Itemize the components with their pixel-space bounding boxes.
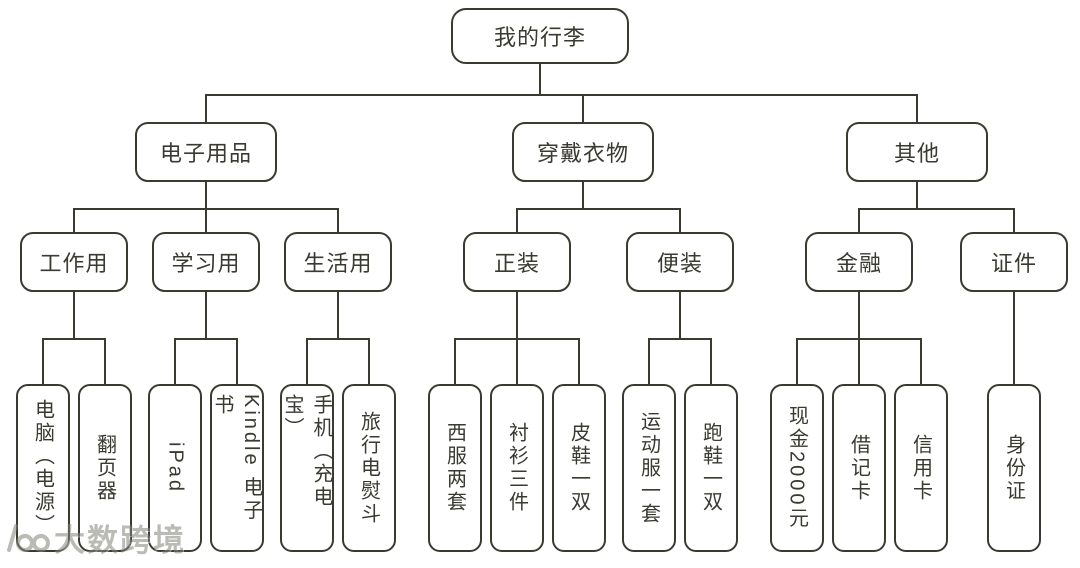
tree-branch: 正装西服两套 衬衫三件 皮鞋一双 [420, 208, 615, 552]
tree-node[interactable]: 手机（充电宝） [280, 384, 334, 552]
node-label: 我的行李 [493, 25, 586, 50]
tree-node[interactable]: 身份证 [987, 384, 1041, 552]
tree-branch: 运动服一套 [618, 338, 681, 552]
node-label: 身份证 [1002, 433, 1025, 503]
tree-node[interactable]: Kindle 电子书 [210, 384, 264, 552]
tree-branch: 身份证 [983, 338, 1045, 552]
node-label: 电脑（电源） [31, 399, 54, 537]
node-label: 手机（充电宝） [281, 394, 332, 509]
tree-node[interactable]: 借记卡 [832, 384, 886, 552]
tree-children: 电脑（电源） 翻页器 [12, 292, 136, 552]
tree-branch: 跑鞋一双 [680, 338, 742, 552]
node-label: 工作用 [39, 251, 109, 276]
tree-branch: 借记卡 [828, 338, 891, 552]
tree-node[interactable]: 皮鞋一双 [552, 384, 606, 552]
tree-node[interactable]: 其他 [846, 122, 988, 182]
node-label: iPad [164, 441, 187, 495]
tree-branch: 衬衫三件 [486, 338, 549, 552]
tree-branch: 穿戴衣物正装西服两套 衬衫三件 皮鞋一双 便装运动服一套 跑鞋一双 [412, 94, 755, 552]
tree-node[interactable]: 旅行电熨斗 [342, 384, 396, 552]
tree-branch: 旅行电熨斗 [338, 338, 400, 552]
tree-node[interactable]: 跑鞋一双 [684, 384, 738, 552]
tree-children: 现金2000元 借记卡 信用卡 [766, 292, 952, 552]
tree-node[interactable]: 运动服一套 [622, 384, 676, 552]
tree-node[interactable]: 现金2000元 [770, 384, 824, 552]
tree-children: 工作用电脑（电源） 翻页器 学习用 iPad Kindle 电子书 生活用手机（充电宝） 旅… [8, 182, 404, 552]
tree-node[interactable]: 证件 [960, 232, 1068, 292]
tree-branch: 便装运动服一套 跑鞋一双 [614, 208, 746, 552]
tree-node[interactable]: iPad [148, 384, 202, 552]
node-label: 证件 [990, 251, 1037, 276]
node-label: 正装 [493, 251, 540, 276]
tree-branch: 翻页器 [74, 338, 136, 552]
node-label: 信用卡 [909, 433, 932, 503]
tree-node[interactable]: 衬衫三件 [490, 384, 544, 552]
tree-node[interactable]: 西服两套 [428, 384, 482, 552]
tree-children: 身份证 [983, 292, 1045, 552]
tree-children: iPad Kindle 电子书 [144, 292, 268, 552]
tree-children: 手机（充电宝） 旅行电熨斗 [276, 292, 400, 552]
node-label: 金融 [835, 251, 882, 276]
tree-children: 金融现金2000元 借记卡 信用卡 证件身份证 [762, 182, 1072, 552]
node-label: 衬衫三件 [505, 422, 528, 514]
node-label: 其他 [893, 141, 940, 166]
tree-branch: 现金2000元 [766, 338, 829, 552]
node-label: 穿戴衣物 [536, 141, 629, 166]
tree-branch: 其他金融现金2000元 借记卡 信用卡 证件身份证 [754, 94, 1080, 552]
node-label: 借记卡 [847, 433, 870, 503]
node-label: Kindle 电子书 [211, 394, 262, 523]
tree-branch: 皮鞋一双 [548, 338, 610, 552]
node-label: 翻页器 [93, 433, 116, 503]
tree-branch: iPad [144, 338, 207, 552]
node-label: 跑鞋一双 [699, 422, 722, 514]
tree-node[interactable]: 金融 [805, 232, 913, 292]
tree-branch: 手机（充电宝） [276, 338, 339, 552]
tree-node[interactable]: 穿戴衣物 [512, 122, 654, 182]
tree-branch: 证件身份证 [956, 208, 1072, 552]
tree-branch: 电脑（电源） [12, 338, 75, 552]
tree-node[interactable]: 信用卡 [894, 384, 948, 552]
node-label: 运动服一套 [637, 410, 660, 526]
tree-node[interactable]: 便装 [626, 232, 734, 292]
node-label: 旅行电熨斗 [357, 410, 380, 526]
tree-children: 西服两套 衬衫三件 皮鞋一双 [424, 292, 610, 552]
tree-node[interactable]: 正装 [463, 232, 571, 292]
tree-branch: 西服两套 [424, 338, 487, 552]
tree-node[interactable]: 学习用 [152, 232, 260, 292]
node-label: 学习用 [171, 251, 241, 276]
tree-branch: 学习用 iPad Kindle 电子书 [140, 208, 273, 552]
tree-branch: 信用卡 [890, 338, 952, 552]
tree-node[interactable]: 我的行李 [451, 8, 629, 64]
tree-children: 正装西服两套 衬衫三件 皮鞋一双 便装运动服一套 跑鞋一双 [420, 182, 746, 552]
node-label: 便装 [656, 251, 703, 276]
tree-branch: 金融现金2000元 借记卡 信用卡 [762, 208, 957, 552]
node-label: 生活用 [303, 251, 373, 276]
tree-node[interactable]: 翻页器 [78, 384, 132, 552]
node-label: 皮鞋一双 [567, 422, 590, 514]
node-label: 西服两套 [443, 422, 466, 514]
tree-children: 运动服一套 跑鞋一双 [618, 292, 742, 552]
tree-branch: 工作用电脑（电源） 翻页器 [8, 208, 141, 552]
tree-node[interactable]: 电子用品 [135, 122, 277, 182]
tree-node[interactable]: 生活用 [284, 232, 392, 292]
tree-node[interactable]: 工作用 [20, 232, 128, 292]
tree-branch: 生活用手机（充电宝） 旅行电熨斗 [272, 208, 404, 552]
node-label: 电子用品 [159, 141, 252, 166]
tree-branch: Kindle 电子书 [206, 338, 268, 552]
node-label: 现金2000元 [785, 405, 808, 531]
tree-node[interactable]: 电脑（电源） [16, 384, 70, 552]
